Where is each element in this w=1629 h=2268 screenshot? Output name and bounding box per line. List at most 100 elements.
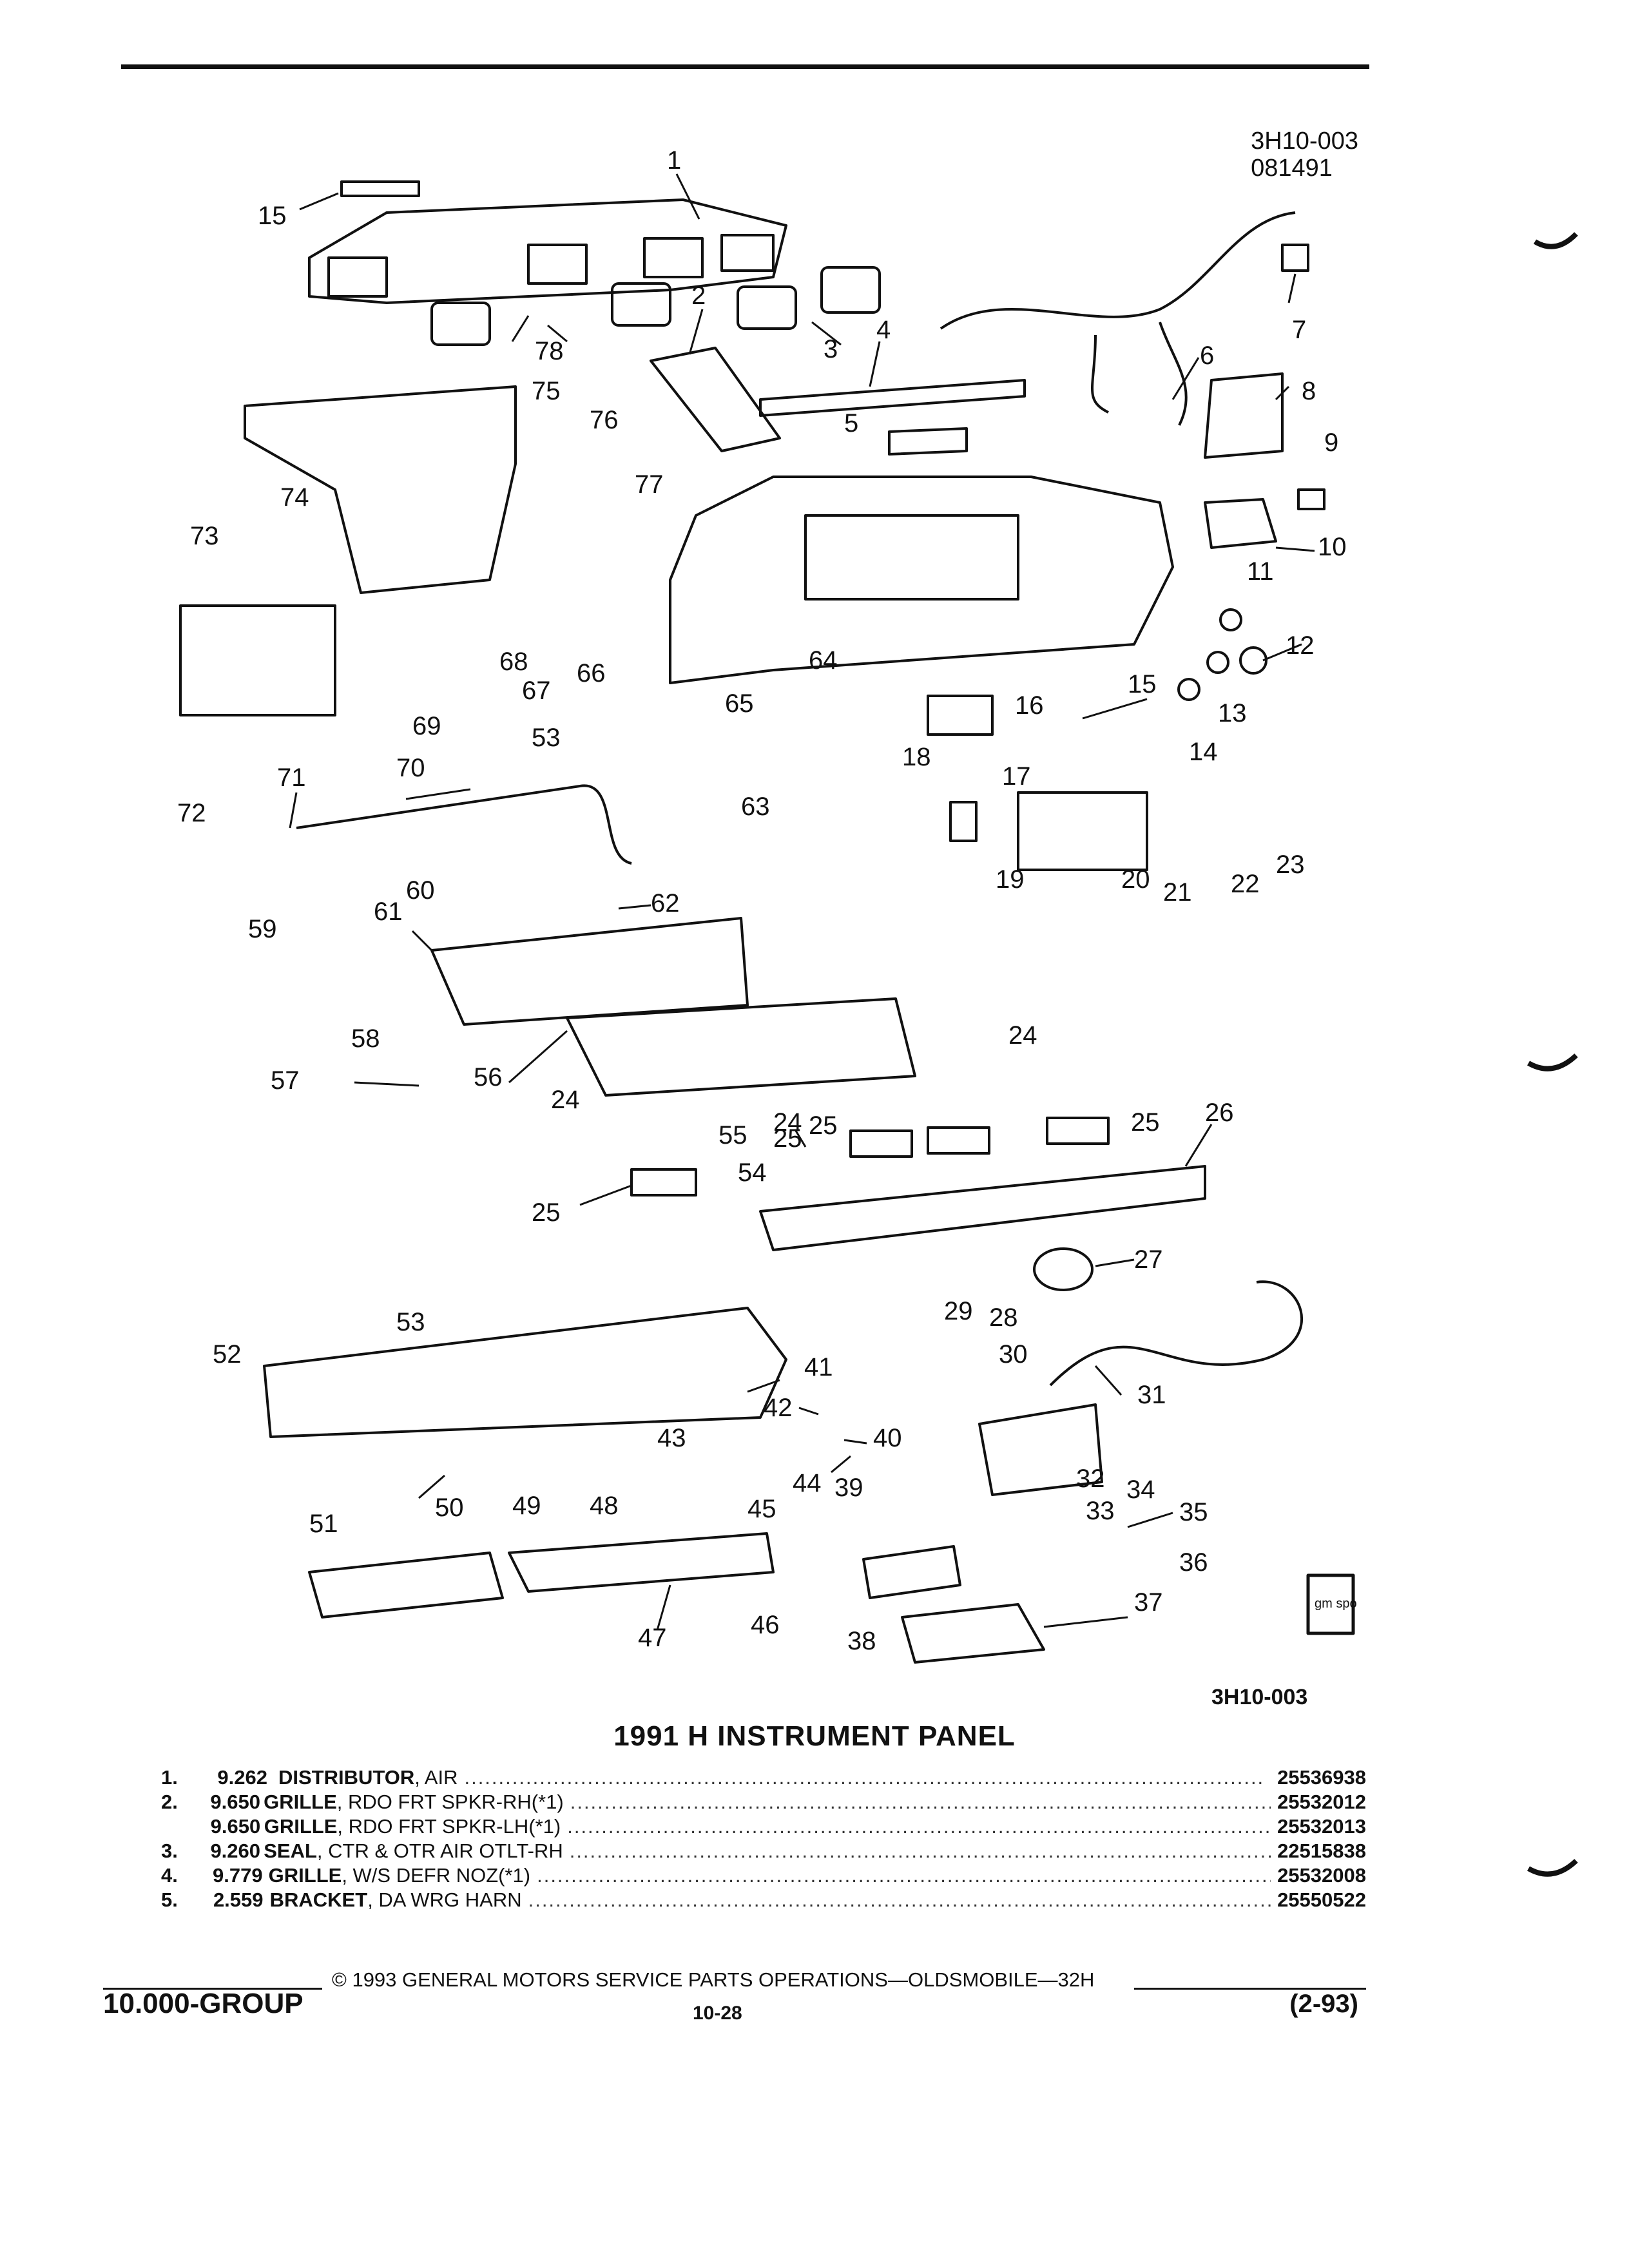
callout-25a: 25: [809, 1111, 838, 1140]
part-bezel: [430, 917, 749, 1026]
callout-11: 11: [1247, 557, 1274, 586]
parts-row: 5. 2.559 BRACKET, DA WRG HARN ..........…: [161, 1888, 1366, 1912]
callout-71: 71: [277, 764, 306, 792]
part-number: 25532013: [1277, 1815, 1366, 1838]
part-detail: , RDO FRT SPKR-LH(*1): [337, 1815, 561, 1838]
part-number: 25536938: [1277, 1766, 1366, 1789]
part-code: 9.650: [210, 1815, 261, 1838]
callout-24c: 24: [773, 1108, 802, 1137]
callout-60: 60: [406, 876, 435, 905]
part-trim-strip: [340, 180, 420, 197]
parts-row: 2. 9.650 GRILLE, RDO FRT SPKR-RH(*1) ...…: [161, 1790, 1366, 1814]
binder-mark: [1527, 1053, 1578, 1072]
callout-31: 31: [1137, 1381, 1166, 1409]
callout-41: 41: [804, 1353, 833, 1381]
figure-code: 3H10-003: [1251, 128, 1358, 155]
part-index: 1.: [161, 1766, 178, 1789]
callout-65: 65: [725, 689, 754, 718]
part-insulator: [508, 1532, 775, 1593]
callout-51: 51: [309, 1510, 338, 1538]
leader-dots: ........................................…: [567, 1815, 1271, 1838]
part-code: 9.650: [210, 1791, 260, 1813]
part-air-outlet: [630, 1168, 697, 1196]
callout-38: 38: [847, 1627, 876, 1655]
callout-62: 62: [651, 889, 680, 918]
callout-48: 48: [590, 1492, 619, 1520]
part-name: GRILLE: [264, 1815, 338, 1838]
callout-29: 29: [944, 1297, 973, 1325]
leader-dots: ........................................…: [537, 1864, 1271, 1887]
part-index: 4.: [161, 1864, 178, 1887]
callout-75: 75: [532, 377, 561, 405]
callout-labels: 1 2 3 4 5 6 7 8 9 10 11 12 13 14 15 15 1…: [177, 146, 1357, 1655]
part-duct-outlet: [527, 244, 588, 285]
revision-date: (2-93): [1289, 1990, 1358, 2018]
part-number: 25532012: [1277, 1791, 1366, 1813]
part-ashtray: [901, 1603, 1045, 1664]
callout-64: 64: [809, 646, 838, 675]
part-detail: , W/S DEFR NOZ(*1): [342, 1864, 531, 1887]
part-duct-outlet: [720, 234, 775, 272]
part-description: GRILLE, W/S DEFR NOZ(*1): [269, 1863, 530, 1888]
callout-9: 9: [1324, 428, 1338, 457]
callout-61: 61: [374, 898, 403, 926]
callout-39: 39: [834, 1474, 863, 1502]
leader-dots: ........................................…: [464, 1766, 1266, 1789]
part-name: SEAL: [264, 1840, 317, 1862]
callout-45: 45: [747, 1495, 776, 1523]
part-coiled-hose: [296, 784, 632, 865]
callout-25b: 25: [1131, 1108, 1160, 1137]
part-air-distributor: [308, 198, 787, 304]
part-cluster-opening: [804, 514, 1019, 601]
part-wiring-harness: [940, 211, 1296, 426]
part-description: GRILLE, RDO FRT SPKR-RH(*1): [264, 1790, 564, 1814]
callout-57: 57: [271, 1066, 300, 1095]
part-radio: [1017, 791, 1148, 871]
part-seal: [611, 282, 671, 327]
callout-70: 70: [396, 754, 425, 782]
callout-53a: 53: [532, 724, 561, 752]
callout-1: 1: [667, 146, 681, 175]
callout-5: 5: [844, 409, 858, 437]
callout-40: 40: [873, 1424, 902, 1452]
part-number: 22515838: [1277, 1840, 1366, 1862]
part-detail: , DA WRG HARN: [367, 1888, 522, 1911]
parts-row: 4. 9.779 GRILLE, W/S DEFR NOZ(*1) ......…: [161, 1863, 1366, 1888]
callout-53b: 53: [396, 1308, 425, 1336]
part-control-panel: [927, 695, 994, 736]
callout-44: 44: [793, 1469, 822, 1497]
part-seal: [820, 266, 881, 314]
group-label: 10.000-GROUP: [103, 1988, 304, 2019]
part-index: 3.: [161, 1840, 178, 1862]
callout-10: 10: [1318, 533, 1347, 561]
part-index: 5.: [161, 1888, 178, 1911]
callout-58: 58: [351, 1024, 380, 1053]
part-connector: [1281, 244, 1309, 272]
date-code: 081491: [1251, 155, 1333, 182]
footer-rule-left: [103, 1988, 322, 1990]
callout-56: 56: [474, 1063, 503, 1091]
part-grommet: [1033, 1247, 1094, 1291]
callout-27: 27: [1134, 1245, 1163, 1274]
part-knob: [1206, 651, 1229, 674]
leader-dots: ........................................…: [528, 1888, 1271, 1911]
callout-77: 77: [635, 470, 664, 499]
part-panel-frame: [759, 1165, 1206, 1251]
part-switch: [949, 801, 978, 842]
callout-15b: 15: [1128, 670, 1157, 698]
part-air-outlet: [1046, 1117, 1110, 1145]
exploded-parts-diagram: 1 2 3 4 5 6 7 8 9 10 11 12 13 14 15 15 1…: [177, 146, 1357, 1664]
leader-dots: ........................................…: [569, 1840, 1271, 1862]
callout-14: 14: [1189, 738, 1218, 766]
callout-66: 66: [577, 659, 606, 687]
figure-id: 3H10-003: [1211, 1685, 1308, 1709]
callout-16: 16: [1015, 691, 1044, 720]
callout-43: 43: [657, 1424, 686, 1452]
callout-34: 34: [1126, 1475, 1155, 1504]
part-clip: [1297, 488, 1325, 510]
part-speaker-grille: [650, 347, 781, 452]
part-name: DISTRIBUTOR: [278, 1766, 415, 1789]
callout-42: 42: [764, 1394, 793, 1422]
callout-23: 23: [1276, 850, 1305, 879]
diagram-svg: 1 2 3 4 5 6 7 8 9 10 11 12 13 14 15 15 1…: [177, 146, 1357, 1664]
